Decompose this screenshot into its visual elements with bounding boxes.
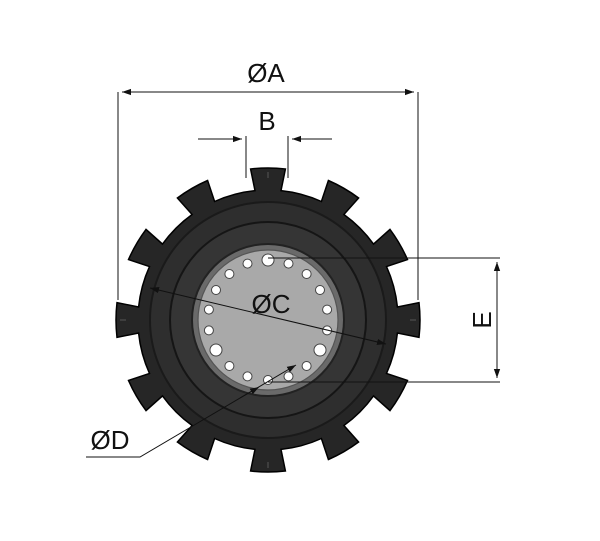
label-width-b: B: [258, 106, 275, 136]
bolt-hole: [283, 371, 294, 382]
tooth-marks: [120, 172, 416, 468]
dimension-a: ØA: [117, 58, 419, 300]
label-dia-a: ØA: [247, 58, 285, 88]
dimension-c: ØC: [149, 287, 387, 345]
bolt-hole: [322, 304, 333, 315]
bolt-hole: [242, 258, 253, 269]
label-dist-e: E: [467, 311, 497, 328]
bolt-hole: [315, 285, 325, 295]
bolt-hole: [224, 269, 235, 279]
bolt-hole: [203, 304, 214, 315]
hub-plate: [197, 249, 339, 391]
sprocket: [115, 167, 421, 473]
dimension-d: ØD: [86, 364, 297, 458]
bolt-hole: [301, 361, 312, 371]
label-dia-d: ØD: [91, 425, 130, 455]
bolt-hole: [261, 253, 275, 267]
bolt-hole: [283, 258, 294, 269]
dimension-b: B: [198, 106, 332, 178]
bolt-hole: [301, 269, 312, 279]
bolt-hole: [224, 361, 235, 371]
bolt-hole: [211, 285, 221, 295]
bolt-hole: [242, 371, 253, 382]
label-dia-c: ØC: [252, 289, 291, 319]
bolt-hole: [313, 343, 327, 357]
bolt-hole: [209, 343, 223, 357]
bolt-hole: [203, 325, 214, 336]
dimension-e: E: [268, 257, 501, 383]
